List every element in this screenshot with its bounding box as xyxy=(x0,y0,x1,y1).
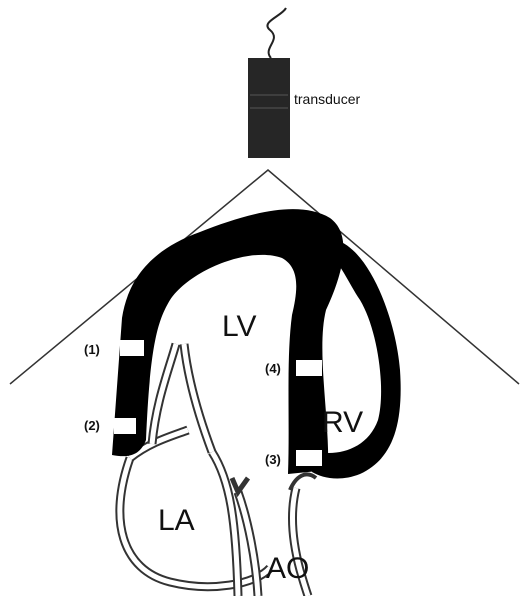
segment-box-2 xyxy=(114,418,136,434)
segment-label-3: (3) xyxy=(265,452,281,467)
segment-label-1: (1) xyxy=(84,342,100,357)
aortic-valve xyxy=(232,478,248,492)
chamber-label-ao: AO xyxy=(266,552,309,585)
segment-label-4: (4) xyxy=(265,361,281,376)
chamber-label-rv: RV xyxy=(322,406,363,439)
segment-label-2: (2) xyxy=(84,418,100,433)
transducer-cable xyxy=(267,8,286,58)
transducer-label: transducer xyxy=(294,91,360,107)
segment-box-1 xyxy=(120,340,144,356)
segment-box-3 xyxy=(296,450,322,466)
chamber-label-la: LA xyxy=(158,504,195,537)
segment-box-4 xyxy=(296,360,322,376)
chamber-label-lv: LV xyxy=(222,310,256,343)
